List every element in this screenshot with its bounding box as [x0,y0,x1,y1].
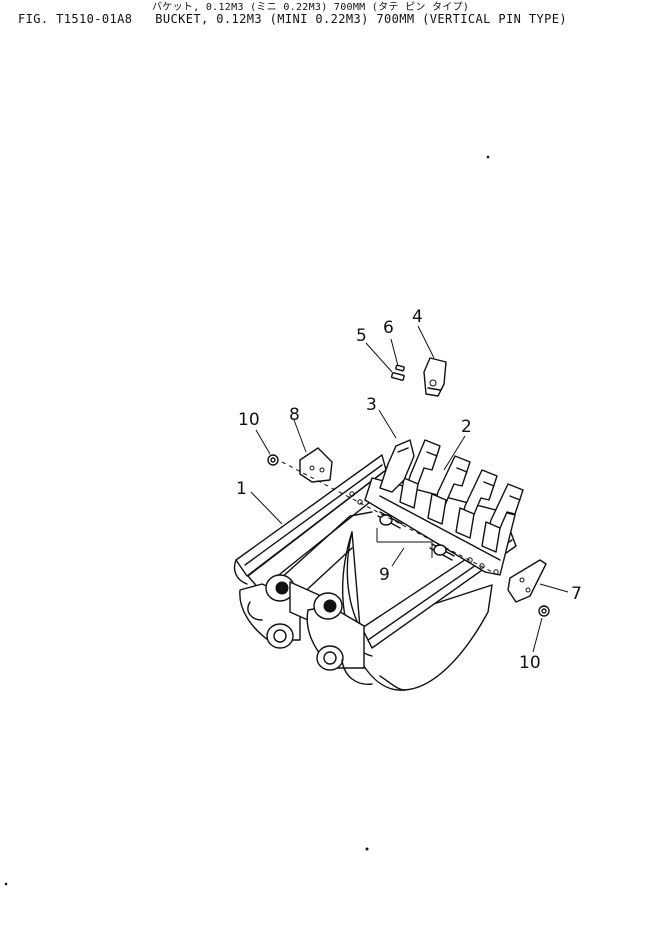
tooth-ridge [456,467,468,473]
leader-lines [250,325,569,653]
callout-6: 6 [383,318,394,338]
ear-left [247,601,263,621]
leader-6 [390,338,399,367]
tooth-ridge [426,451,438,457]
nut-left [267,454,279,466]
lock-washer [395,364,405,372]
nut-left-hole [270,457,276,463]
scan-speck [486,155,490,159]
inner-ledge [269,511,373,589]
bucket-assembly [233,454,517,691]
lip-hole [357,499,363,505]
nut-right-hole [541,608,547,614]
callout-7: 7 [571,584,582,604]
leader-2 [443,435,466,471]
lip-hole [467,557,473,563]
bolt-head [379,514,393,526]
side-cutter-hole [519,577,525,583]
shell-edge-left [346,531,361,629]
left-plate-inner [244,464,383,566]
tooth-adapter [399,477,419,509]
cutting-edge-line [379,495,501,561]
tooth-ridge [509,495,521,501]
tooth-point-pinhole [429,379,437,387]
scan-speck [365,847,369,851]
shell-bottom-edge [379,675,406,691]
bolt-head [433,544,447,556]
teeth-group [399,439,524,553]
leader-7 [539,583,569,593]
corner-adapter [379,439,415,493]
corner-adapter-ridge [397,447,409,453]
figure-title: FIG. T1510-01A8 BUCKET, 0.12M3 (MINI 0.2… [18,12,567,26]
callout-9: 9 [379,565,390,585]
right-boss-lower [316,645,344,671]
scan-speck [4,882,8,886]
lip-hole [349,491,355,497]
leader-10b [532,617,543,653]
leader-9 [391,547,405,567]
leader-1 [250,491,283,525]
lip-hole [493,569,499,575]
tooth-ridge [483,481,495,487]
leader-5 [365,342,393,373]
callout-10-left: 10 [238,410,260,430]
callout-labels: 1 2 3 4 5 6 7 8 9 10 10 [236,307,582,673]
right-boss-hole [323,599,337,613]
callout-3: 3 [366,395,377,415]
callout-8: 8 [289,405,300,425]
side-cutter-left [299,447,333,483]
right-boss-lower-hole [323,651,337,665]
callout-10-right: 10 [519,653,541,673]
callout-2: 2 [461,417,472,437]
title-japanese: バケット, 0.12M3 (ミニ 0.22M3) 700MM (タテ ピン タイ… [152,2,470,13]
assembly-centerline [281,461,497,575]
left-boss-hole [275,581,289,595]
leader-4 [417,325,435,359]
ear-right [341,659,373,685]
leader-10a [255,429,271,455]
page-header: バケット, 0.12M3 (ミニ 0.22M3) 700MM (タテ ピン タイ… [0,0,651,34]
bolt-lower [429,543,455,561]
tooth-adapter [427,493,447,525]
side-cutter-right [507,559,547,603]
lock-pin [390,372,405,381]
lip-hole [479,563,485,569]
left-plate-curl [233,559,248,585]
callout-5: 5 [356,326,367,346]
tooth-adapter [481,521,501,553]
callout-1: 1 [236,479,247,499]
leader-9-box [377,541,433,558]
tooth-point-edge [427,387,441,391]
side-cutter-hole [319,467,325,473]
left-boss-lower-hole [273,629,287,643]
leader-3 [378,409,397,439]
side-cutter-hole [309,465,315,471]
leader-8 [293,419,307,453]
nut-right [538,605,550,617]
tooth-point [423,357,447,397]
tooth-adapter [455,507,475,539]
callout-4: 4 [412,307,423,327]
side-cutter-hole [525,587,531,593]
left-boss-lower [266,623,294,649]
